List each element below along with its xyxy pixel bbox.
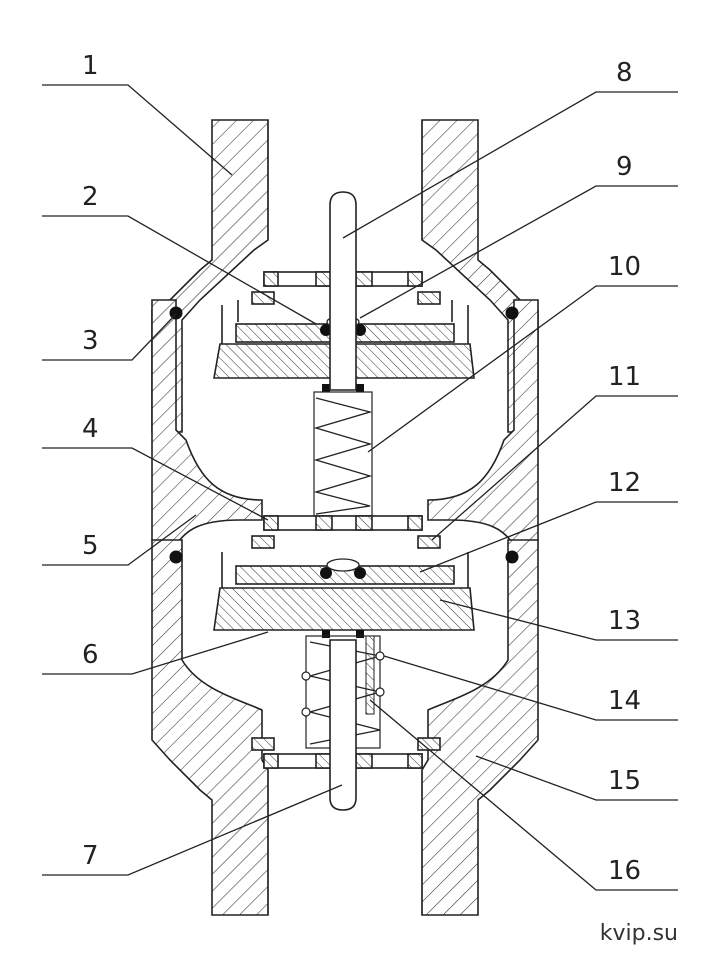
leader-16	[369, 699, 678, 891]
label-9: 9	[616, 152, 633, 182]
leader-11	[431, 395, 678, 541]
label-4: 4	[82, 414, 99, 444]
lower-disc	[213, 565, 475, 631]
lower-stem	[329, 639, 357, 811]
lower-spring	[301, 635, 385, 749]
label-16: 16	[608, 856, 641, 886]
leader-12	[419, 501, 678, 573]
watermark: kvip.su	[599, 921, 678, 946]
lower-body-left	[151, 539, 269, 916]
leader-9	[359, 185, 678, 319]
leader-14	[383, 655, 678, 721]
leader-13	[439, 599, 678, 641]
bore-lines	[267, 120, 423, 915]
lower-body-right	[421, 539, 539, 916]
leader-lines	[42, 84, 678, 891]
label-8: 8	[616, 58, 633, 88]
label-5: 5	[82, 531, 99, 561]
label-11: 11	[608, 362, 641, 392]
leader-5	[42, 514, 197, 566]
outer-oring-upper	[169, 306, 519, 320]
label-7: 7	[82, 841, 99, 871]
leader-2	[42, 215, 317, 325]
leader-6	[42, 631, 269, 675]
leader-4	[42, 447, 269, 521]
label-12: 12	[608, 468, 641, 498]
label-15: 15	[608, 766, 641, 796]
middle-seat-ring	[251, 515, 441, 549]
leader-10	[367, 285, 678, 453]
lower-oring-seals	[320, 558, 366, 638]
label-14: 14	[608, 686, 641, 716]
part-labels: 1 2 3 4 5 6 7 8 9 10 11 12 13 14 15 16	[82, 51, 641, 886]
label-2: 2	[82, 182, 99, 212]
upper-spring	[313, 391, 373, 517]
leader-1	[42, 84, 233, 176]
outer-oring-lower	[169, 550, 519, 564]
label-1: 1	[82, 51, 99, 81]
upper-stem	[329, 191, 357, 391]
label-13: 13	[608, 606, 641, 636]
label-3: 3	[82, 326, 99, 356]
middle-body	[151, 299, 539, 546]
label-6: 6	[82, 640, 99, 670]
label-10: 10	[608, 252, 641, 282]
leader-8	[342, 91, 678, 239]
leader-7	[42, 784, 343, 876]
leader-3	[42, 313, 177, 361]
leader-15	[475, 755, 678, 801]
